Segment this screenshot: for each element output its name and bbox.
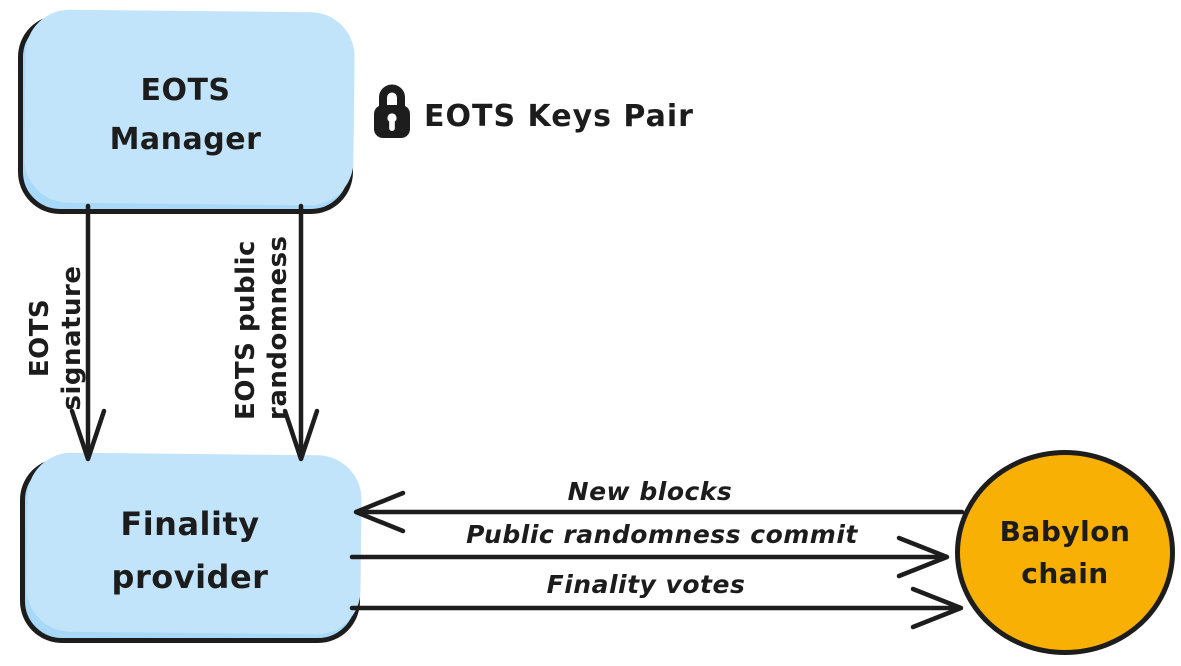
- node-finality-provider-label-line1: Finality: [120, 504, 260, 543]
- node-finality-provider: Finality provider: [20, 458, 360, 643]
- node-eots-manager: EOTS Manager: [18, 15, 353, 214]
- node-eots-manager-label-line1: EOTS: [140, 72, 231, 108]
- node-eots-manager-label-line2: Manager: [109, 121, 262, 157]
- node-babylon-chain-label-line1: Babylon: [999, 514, 1131, 548]
- edge-label-eots-public-randomness-line2: randomness: [263, 235, 293, 420]
- eots-keys-pair-label: EOTS Keys Pair: [424, 99, 694, 134]
- edge-label-eots-public-randomness: EOTS public randomness: [230, 235, 294, 420]
- lock-icon: [371, 83, 413, 143]
- edge-label-eots-public-randomness-line1: EOTS public: [231, 240, 261, 420]
- edge-label-eots-signature: EOTS signature: [25, 265, 87, 411]
- edge-label-public-randomness-commit: Public randomness commit: [466, 520, 858, 549]
- edge-label-new-blocks: New blocks: [567, 477, 733, 506]
- edge-label-finality-votes: Finality votes: [546, 570, 746, 599]
- node-babylon-chain: Babylon chain: [955, 450, 1175, 655]
- node-finality-provider-label-line2: provider: [111, 557, 269, 596]
- node-babylon-chain-label-line2: chain: [1021, 556, 1109, 590]
